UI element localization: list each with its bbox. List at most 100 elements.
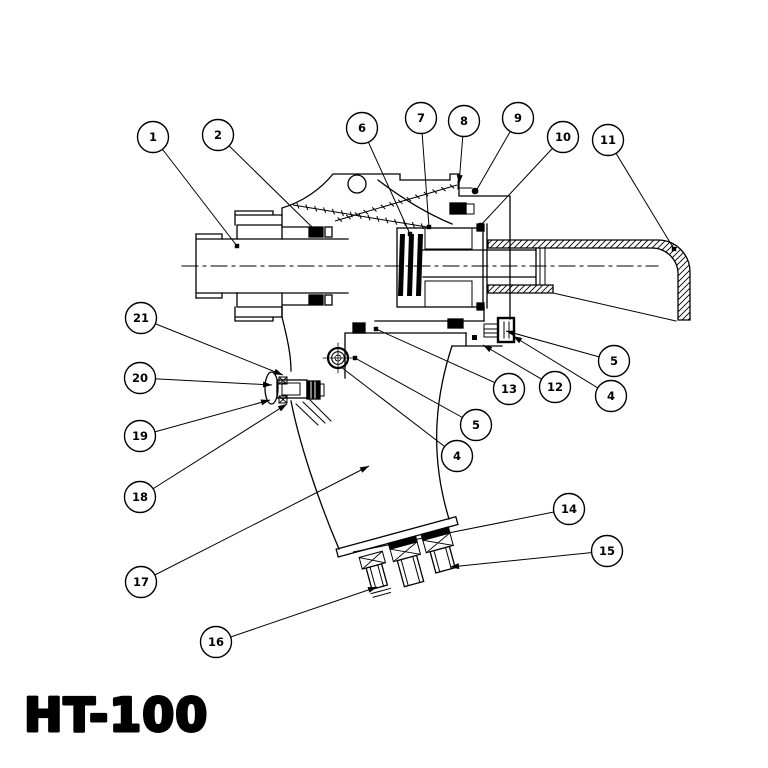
base-plate: [335, 515, 459, 558]
set-screw-threads: [483, 328, 499, 334]
underbody-seal-left: [352, 322, 366, 334]
balloon-20: 20: [123, 361, 157, 395]
balloon-circle: [345, 111, 379, 145]
muffler-right-lines: [433, 546, 452, 573]
leader-arrowhead: [359, 466, 369, 473]
leader-arrowhead: [506, 330, 516, 337]
leader-line-13: [373, 326, 510, 390]
set-screw-head: [496, 316, 516, 344]
balloon-5: 5: [597, 344, 631, 378]
fitting-thread-mid-x: [389, 541, 421, 563]
balloon-number: 13: [501, 382, 517, 396]
balloon-13: 13: [492, 372, 526, 406]
leader-line-2: [217, 134, 315, 230]
balloon-circle: [538, 370, 572, 404]
balloon-circle: [123, 480, 157, 514]
spring-symbol: [292, 184, 458, 230]
balloon-circle: [123, 419, 157, 453]
leader-line-4: [340, 366, 458, 457]
leader-line-19: [139, 399, 271, 437]
balloon-number: 19: [132, 429, 148, 443]
retainer-nut-bottom: [234, 292, 310, 322]
balloon-number: 1: [149, 130, 157, 144]
leader-line-20: [139, 377, 273, 388]
balloon-18: 18: [123, 480, 157, 514]
leader-line-14: [352, 508, 570, 553]
balloon-19: 19: [123, 419, 157, 453]
leader-line-21: [140, 317, 284, 376]
air-passages: [295, 399, 332, 426]
leader-endpoint-dot: [352, 355, 358, 361]
balloon-1: 1: [136, 120, 170, 154]
balloon-circle: [459, 408, 493, 442]
leader-line-5: [352, 355, 477, 426]
leader-endpoint-dot: [234, 243, 240, 249]
balloon-circle: [590, 534, 624, 568]
balloon-number: 8: [460, 114, 468, 128]
balloon-circle: [594, 379, 628, 413]
balloon-circle: [546, 120, 580, 154]
leader-arrowhead: [513, 336, 523, 344]
piston-seal-rings: [398, 234, 423, 296]
piston-cavity-bottom: [424, 280, 473, 308]
balloon-circle: [124, 565, 158, 599]
balloon-10: 10: [546, 120, 580, 154]
balloon-number: 4: [453, 449, 461, 463]
underbody-lines: [344, 320, 485, 379]
valve-seal-block: [449, 202, 467, 215]
trigger-tip: [319, 383, 325, 397]
balloon-6: 6: [345, 111, 379, 145]
balloon-number: 5: [610, 354, 618, 368]
leader-endpoint-dot: [473, 188, 479, 194]
body-front-curve: [281, 306, 292, 372]
body-casting-outline: [281, 173, 511, 320]
balloon-number: 14: [561, 502, 577, 516]
leader-endpoint-dot: [373, 326, 379, 332]
muffler-fitting-mid: [396, 554, 425, 588]
valve-seat: [465, 203, 475, 215]
seal-groove-top: [324, 226, 333, 238]
balloon-circle: [492, 372, 526, 406]
end-cap: [487, 239, 691, 321]
screw-head-detail: [503, 321, 510, 339]
balloon-circle: [124, 301, 158, 335]
trigger-valve-inner: [281, 382, 301, 396]
muffler-fitting-right: [429, 545, 456, 574]
balloon-number: 17: [133, 575, 149, 589]
knurl-lines: [310, 381, 316, 399]
screw-dot: [472, 335, 477, 340]
leader-line-5: [505, 330, 615, 362]
balloon-7: 7: [404, 101, 438, 135]
balloon-number: 11: [600, 133, 616, 147]
housing-key-bottom: [476, 302, 485, 311]
balloon-number: 5: [472, 418, 480, 432]
regulator-screw: [322, 342, 354, 374]
balloon-circle: [591, 123, 625, 157]
trigger-button-flange: [264, 371, 279, 405]
spring-line: [292, 202, 428, 230]
leader-arrowhead: [273, 368, 283, 375]
leader-endpoint-dot: [426, 224, 432, 230]
balloon-number: 20: [132, 371, 148, 385]
leader-line-11: [607, 139, 677, 252]
balloon-circle: [201, 118, 235, 152]
leader-lines: [139, 117, 677, 643]
leader-line-15: [449, 550, 608, 570]
piston-cavity-top: [424, 227, 473, 250]
balloon-circle: [501, 101, 535, 135]
leader-arrowhead: [260, 399, 270, 406]
leader-arrowhead: [367, 587, 377, 593]
balloon-number: 9: [514, 111, 522, 125]
underbody-notch: [451, 332, 503, 347]
seal-groove-bottom: [324, 294, 333, 306]
leader-line-7: [420, 117, 432, 230]
balloon-number: 21: [133, 311, 149, 325]
balloon-number: 2: [214, 128, 222, 142]
balloon-number: 4: [607, 389, 615, 403]
balloon-number: 12: [547, 380, 563, 394]
balloon-circle: [447, 104, 481, 138]
grip-front-edge: [290, 400, 340, 550]
